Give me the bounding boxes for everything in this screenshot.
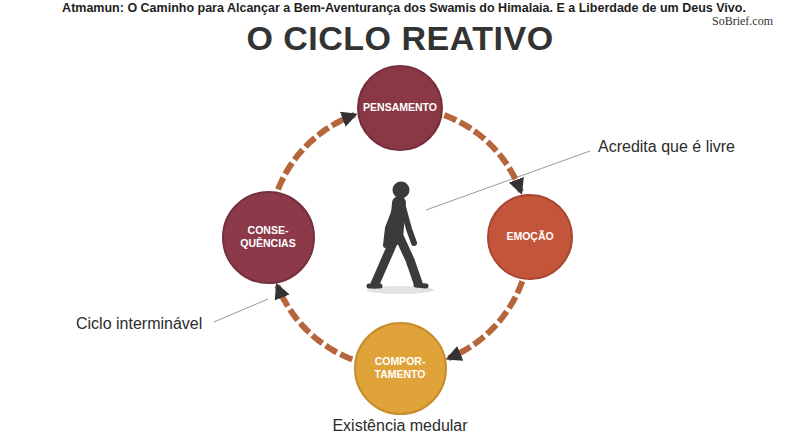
- leader-line: [214, 299, 268, 322]
- walking-figure: [369, 203, 426, 286]
- cycle-circle: EMOÇÃO: [487, 194, 573, 280]
- cycle-circle: COMPOR- TAMENTO: [354, 322, 447, 415]
- circle-label: CONSE- QUÊNCIAS: [229, 224, 307, 250]
- cycle-circle: CONSE- QUÊNCIAS: [222, 191, 315, 284]
- circle-outline: [358, 66, 442, 150]
- callout-label: Ciclo interminável: [76, 315, 202, 333]
- circle-label: PENSAMENTO: [363, 101, 437, 114]
- circle-label: COMPOR- TAMENTO: [361, 355, 439, 381]
- chain-connector: [444, 115, 521, 192]
- circle-outline: [355, 323, 446, 414]
- figure-shadow: [366, 286, 434, 294]
- diagram-title: O CICLO REATIVO: [246, 19, 553, 58]
- circle-outline: [223, 192, 314, 283]
- book-header: Atmamun: O Caminho para Alcançar a Bem-A…: [62, 1, 746, 15]
- chain-connector: [277, 286, 352, 360]
- chain-connector: [449, 281, 523, 358]
- cycle-circle: PENSAMENTO: [357, 65, 443, 151]
- watermark: SoBrief.com: [712, 14, 773, 29]
- callout-label: Acredita que é livre: [598, 138, 735, 156]
- callout-label: Existência medular: [332, 417, 467, 435]
- circle-outline: [488, 195, 572, 279]
- circle-label: EMOÇÃO: [506, 230, 553, 243]
- chain-connector: [278, 115, 355, 190]
- figure-head: [393, 182, 410, 199]
